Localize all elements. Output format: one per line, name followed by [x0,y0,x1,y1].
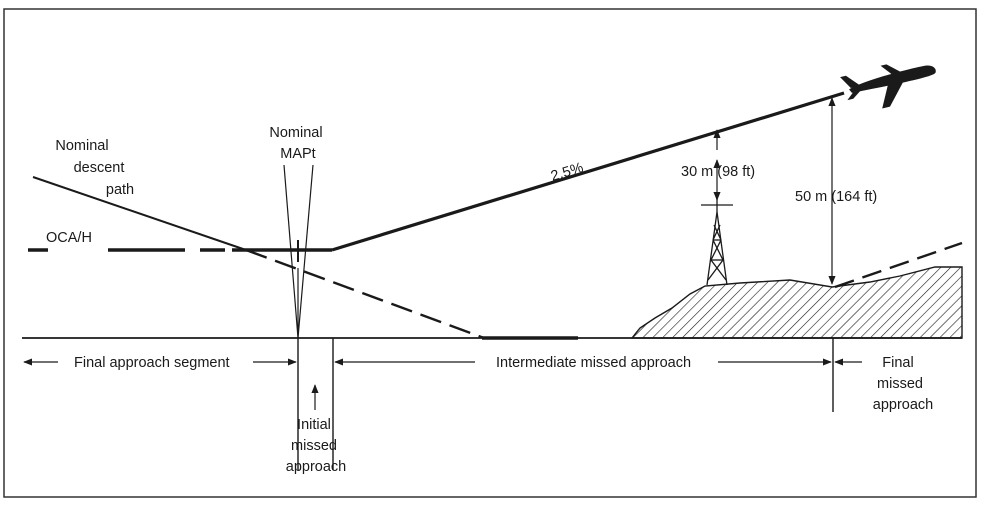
nominal-descent-path-line [32,176,247,251]
oca-h-label: OCA/H [46,230,92,246]
final-missed-climb-dashed [834,241,963,289]
airplane-icon [840,64,936,109]
final-missed-approach-label: Final missed approach [873,355,933,413]
diagram-frame [3,8,977,498]
intermediate-missed-approach-label: Intermediate missed approach [496,355,691,371]
mapt-tolerance-cone [283,164,314,339]
clearance-50m-label: 50 m (164 ft) [795,189,877,205]
nominal-descent-label: Nominal descent path [55,138,134,198]
antenna-tower-icon [701,198,733,286]
climb-gradient-line [331,91,845,252]
final-approach-segment-label: Final approach segment [74,355,230,371]
initial-missed-approach-label: Initial missed approach [286,417,346,475]
nominal-mapt-label: Nominal MAPt [269,125,326,162]
clearance-30m-label: 30 m (98 ft) [681,164,755,180]
terrain-hatch [630,266,963,339]
descent-path-continuation-dashed [245,248,485,340]
